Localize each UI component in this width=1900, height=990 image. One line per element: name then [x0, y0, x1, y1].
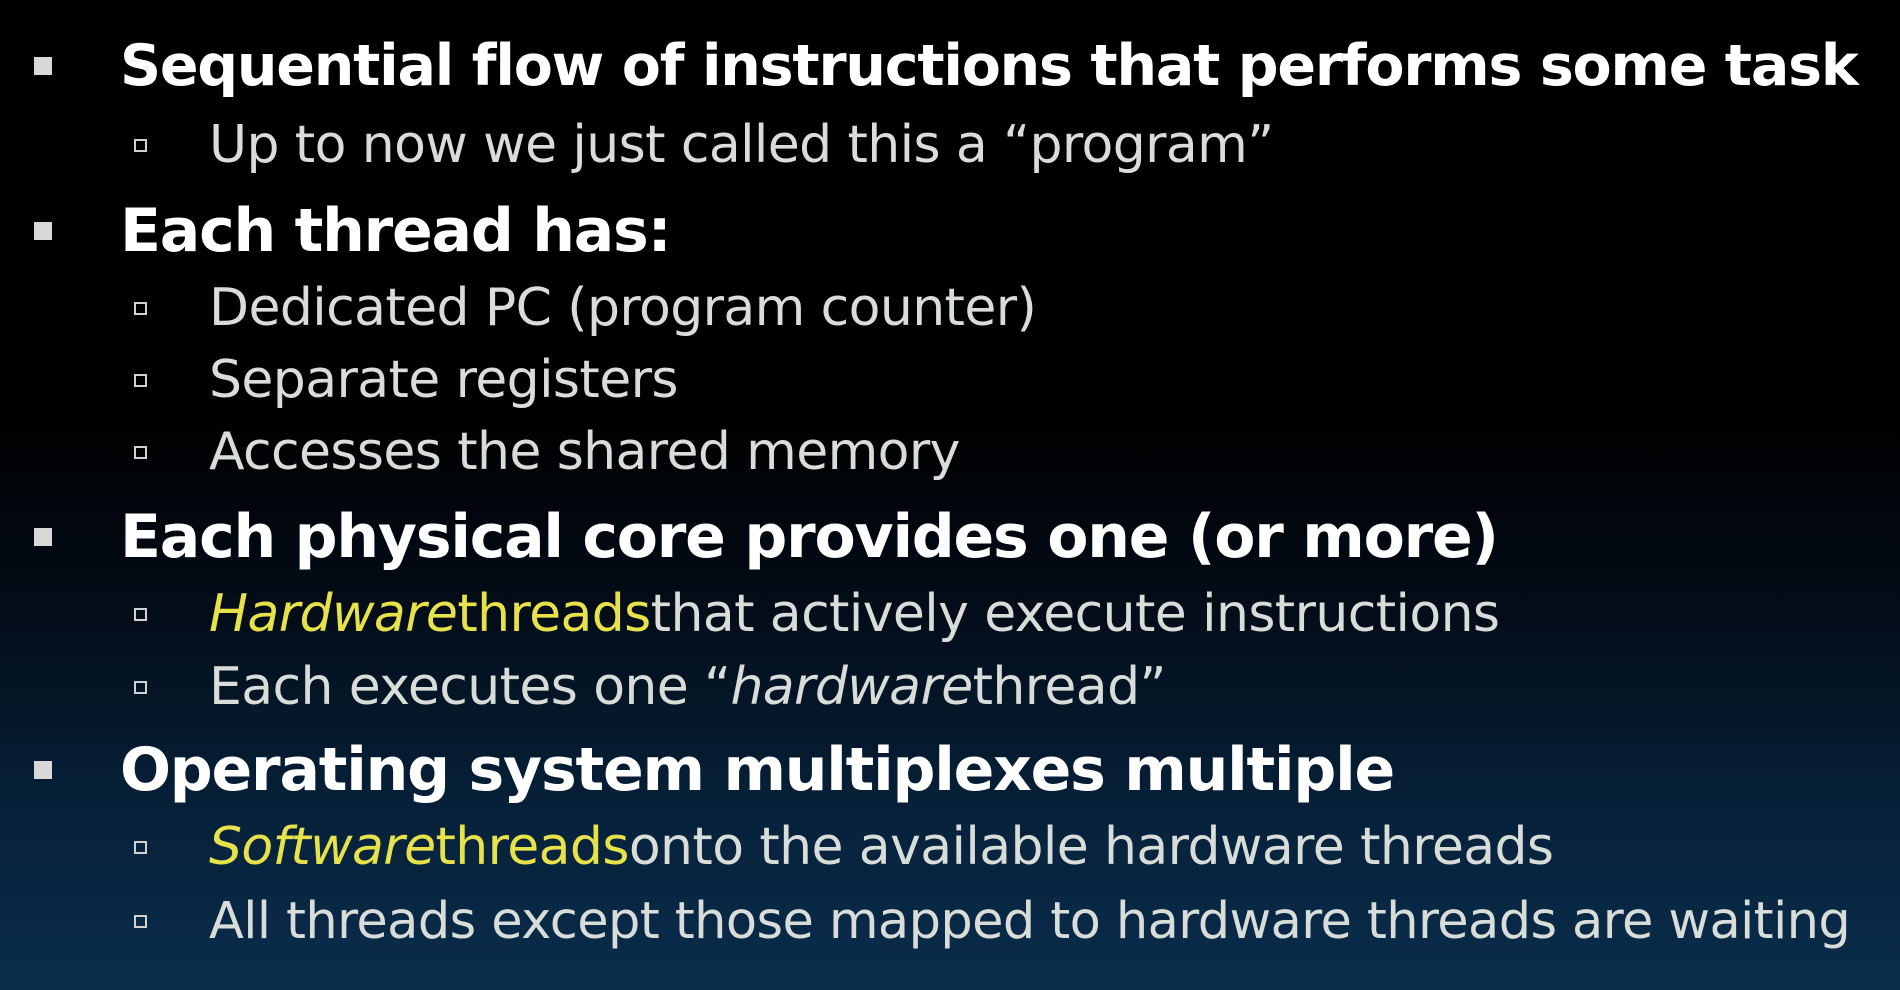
bullet-3-sub-1: Hardware threads that actively execute i…: [134, 579, 1500, 649]
threads-highlight: threads: [435, 817, 629, 877]
hollow-square-bullet-icon: [134, 445, 147, 459]
hollow-square-bullet-icon: [134, 138, 147, 152]
bullet-2-sub-2: Separate registers: [134, 345, 678, 415]
bullet-4-text: Operating system multiplexes multiple: [120, 735, 1395, 805]
square-bullet-icon: [34, 528, 52, 546]
hardware-italic: hardware: [730, 657, 973, 717]
hollow-square-bullet-icon: [134, 840, 147, 854]
bullet-3-sub-2-pre: Each executes one “: [209, 657, 731, 717]
bullet-2-sub-1: Dedicated PC (program counter): [134, 273, 1037, 343]
hollow-square-bullet-icon: [134, 373, 147, 387]
bullet-3-sub-2: Each executes one “hardware thread”: [134, 652, 1166, 722]
bullet-2-sub-3-text: Accesses the shared memory: [209, 422, 960, 482]
hollow-square-bullet-icon: [134, 914, 147, 928]
square-bullet-icon: [34, 57, 52, 75]
square-bullet-icon: [34, 761, 52, 779]
bullet-2-sub-2-text: Separate registers: [209, 350, 678, 410]
bullet-1: Sequential flow of instructions that per…: [34, 26, 1859, 106]
bullet-4-sub-1: Software threads onto the available hard…: [134, 812, 1554, 882]
bullet-2-text: Each thread has:: [120, 196, 672, 266]
bullet-2-sub-3: Accesses the shared memory: [134, 417, 960, 487]
software-highlight: Software: [209, 817, 436, 877]
bullet-4: Operating system multiplexes multiple: [34, 730, 1395, 810]
threads-highlight: threads: [457, 584, 651, 644]
bullet-4-sub-1-rest: onto the available hardware threads: [628, 817, 1554, 877]
bullet-3: Each physical core provides one (or more…: [34, 497, 1499, 577]
bullet-4-sub-2: All threads except those mapped to hardw…: [134, 886, 1851, 956]
hollow-square-bullet-icon: [134, 607, 147, 621]
hardware-highlight: Hardware: [209, 584, 458, 644]
bullet-3-text: Each physical core provides one (or more…: [120, 502, 1499, 572]
bullet-3-sub-1-rest: that actively execute instructions: [650, 584, 1500, 644]
hollow-square-bullet-icon: [134, 680, 147, 694]
bullet-4-sub-2-text: All threads except those mapped to hardw…: [209, 891, 1851, 951]
square-bullet-icon: [34, 222, 52, 240]
bullet-2: Each thread has:: [34, 191, 672, 271]
bullet-1-sub-1-text: Up to now we just called this a “program…: [209, 115, 1274, 175]
hollow-square-bullet-icon: [134, 301, 147, 315]
bullet-1-sub-1: Up to now we just called this a “program…: [134, 110, 1274, 180]
bullet-2-sub-1-text: Dedicated PC (program counter): [209, 278, 1037, 338]
bullet-3-sub-2-post: thread”: [972, 657, 1167, 717]
bullet-1-text: Sequential flow of instructions that per…: [120, 33, 1859, 99]
